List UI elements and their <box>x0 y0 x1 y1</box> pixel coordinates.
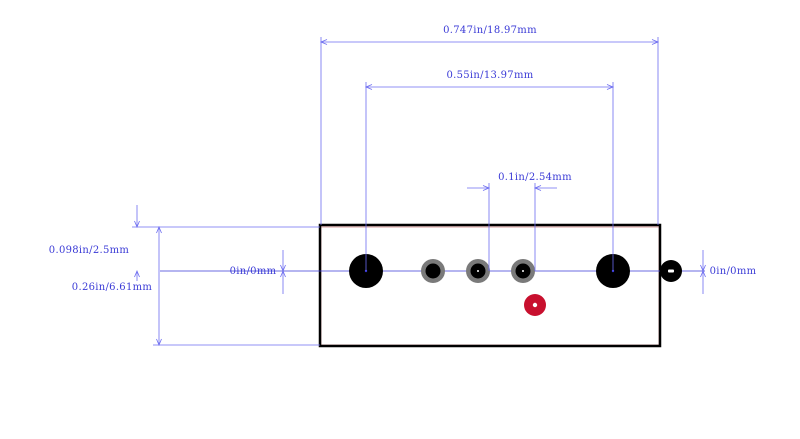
origin-marker <box>660 260 682 282</box>
dim-body-height-label: 0.26in/6.61mm <box>72 282 153 293</box>
dim-body-height: 0.26in/6.61mm <box>72 225 320 347</box>
dim-top-to-pin-row: 0.098in/2.5mm <box>49 205 320 281</box>
body-outline <box>318 223 662 348</box>
dim-mount-spacing: 0.55in/13.97mm <box>364 70 615 271</box>
pin1-marker <box>524 294 546 316</box>
dim-overall-width: 0.747in/18.97mm <box>319 25 660 225</box>
dim-overall-width-label: 0.747in/18.97mm <box>443 25 537 36</box>
dim-top-to-pin-row-label: 0.098in/2.5mm <box>49 245 130 256</box>
dim-pin-pitch: 0.1in/2.54mm <box>467 172 572 271</box>
pad-1 <box>421 259 445 283</box>
pad-2 <box>466 259 490 283</box>
dim-mount-spacing-label: 0.55in/13.97mm <box>446 70 533 81</box>
dim-offset-left-label: 0in/0mm <box>230 266 277 277</box>
dim-offset-left: 0in/0mm <box>230 250 286 294</box>
dim-offset-right-label: 0in/0mm <box>710 266 757 277</box>
dim-pin-pitch-label: 0.1in/2.54mm <box>498 172 572 183</box>
pad-3 <box>511 259 535 283</box>
dim-offset-right: 0in/0mm <box>700 250 757 294</box>
